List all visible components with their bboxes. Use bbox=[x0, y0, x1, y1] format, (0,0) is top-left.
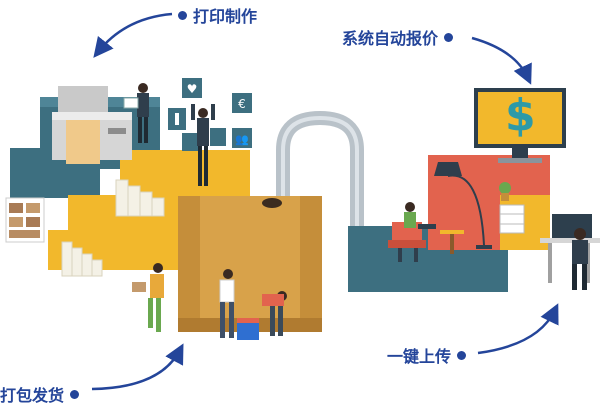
person-with-laptop bbox=[388, 202, 464, 262]
step-print-label: 打印制作 bbox=[193, 7, 258, 26]
plant-cabinet bbox=[499, 182, 525, 234]
quote-area bbox=[348, 88, 600, 292]
people-icon bbox=[232, 128, 252, 148]
cup-icon bbox=[210, 128, 226, 146]
heart-icon bbox=[182, 78, 202, 98]
icon-tiles: ♥ € 👥 bbox=[168, 78, 252, 151]
boxes-shelf bbox=[5, 197, 45, 243]
step-dot bbox=[70, 389, 80, 399]
person-standing bbox=[191, 104, 215, 186]
print-area: ♥ € 👥 bbox=[5, 78, 252, 277]
step-upload-label: 一键上传 bbox=[387, 347, 452, 366]
person-reading bbox=[123, 83, 149, 143]
desk-worker bbox=[540, 214, 600, 290]
arrow-quote bbox=[471, 36, 532, 85]
step-dot bbox=[457, 350, 467, 360]
step-print: 打印制作 bbox=[178, 3, 257, 27]
step-quote: 系统自动报价 bbox=[342, 25, 454, 49]
floor-lamp bbox=[434, 162, 492, 249]
svg-text:👥: 👥 bbox=[235, 133, 249, 146]
user-icon bbox=[182, 133, 198, 151]
step-dot bbox=[444, 32, 454, 42]
packing-people bbox=[132, 263, 287, 340]
printer bbox=[52, 86, 132, 164]
step-quote-label: 系统自动报价 bbox=[342, 29, 439, 48]
svg-text:€: € bbox=[238, 97, 246, 111]
dollar-sign: $ bbox=[505, 90, 536, 141]
step-dot bbox=[178, 10, 187, 20]
paper-stairs bbox=[61, 179, 165, 277]
euro-icon bbox=[232, 93, 252, 113]
step-pack: 打包发货 bbox=[0, 382, 80, 405]
arrow-upload bbox=[477, 303, 559, 355]
svg-text:♥: ♥ bbox=[187, 82, 198, 96]
arrow-pack bbox=[91, 343, 184, 391]
step-pack-label: 打包发货 bbox=[0, 386, 65, 405]
arrow-print bbox=[93, 12, 173, 58]
step-upload: 一键上传 bbox=[387, 343, 467, 367]
dollar-monitor bbox=[474, 88, 566, 163]
